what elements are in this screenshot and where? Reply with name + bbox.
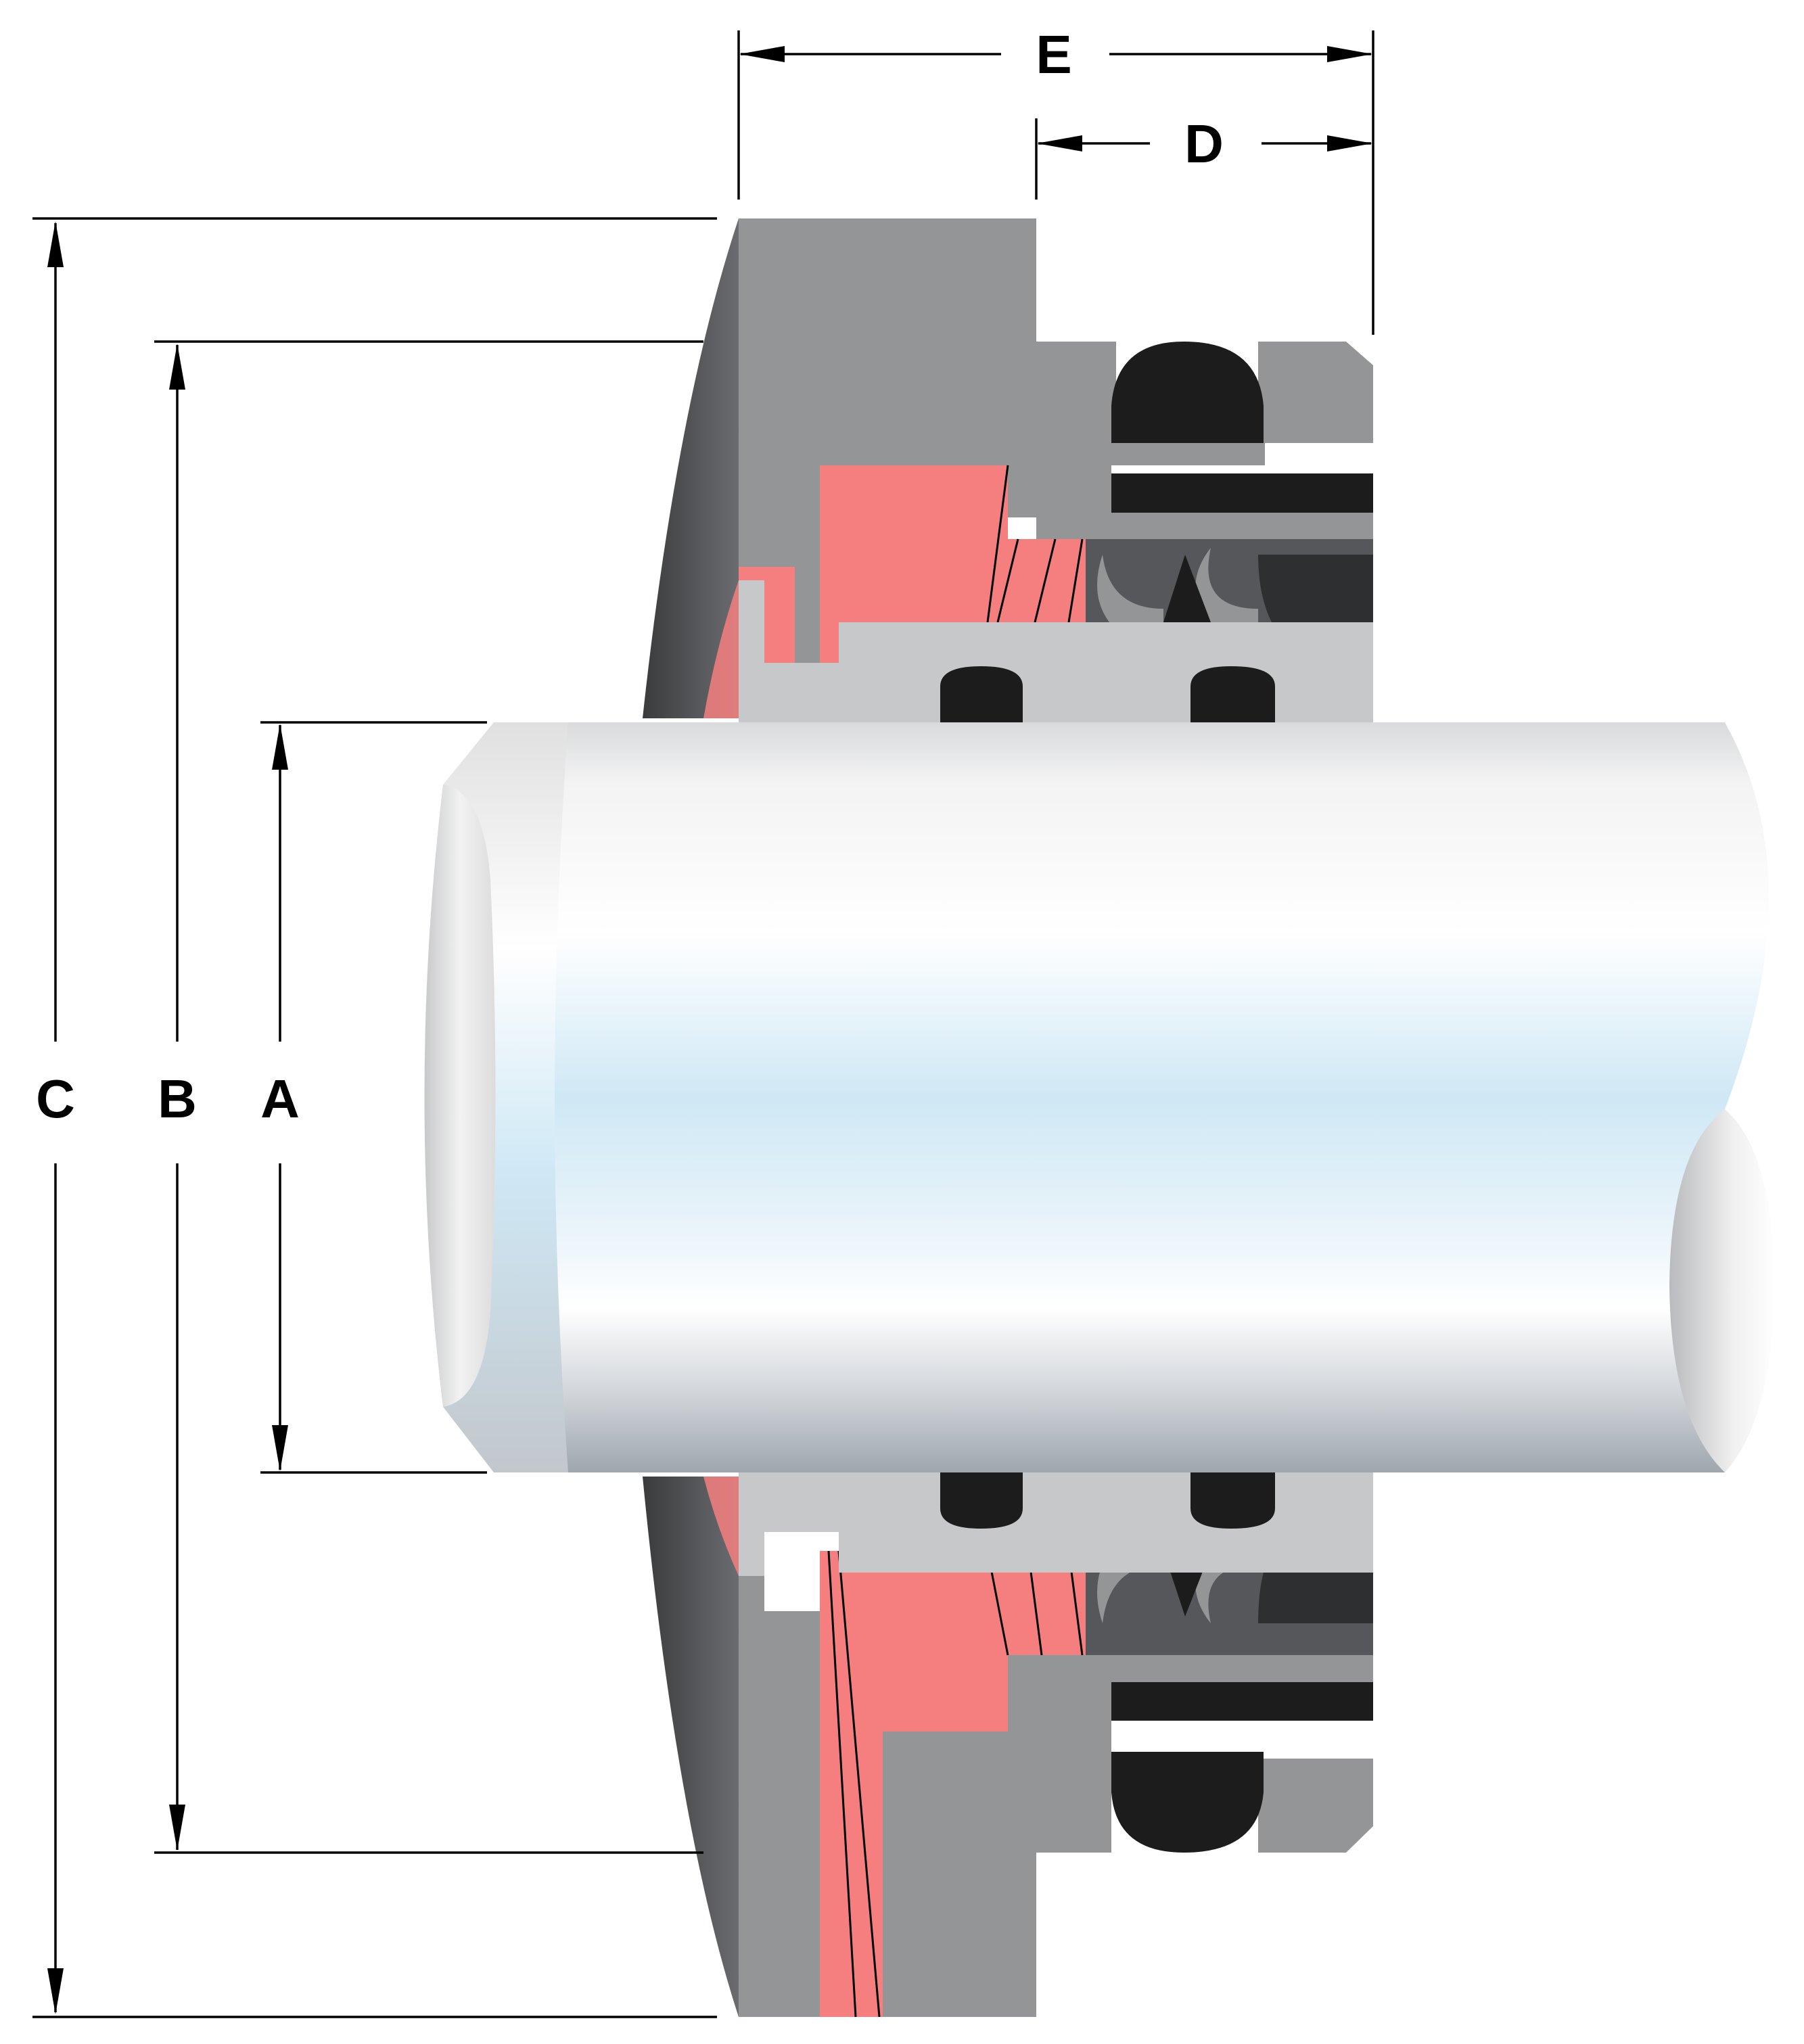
o-ring-outer-bottom <box>1111 1752 1264 1853</box>
shaft-broken-end <box>1669 1109 1776 1472</box>
dimension-label-a: A <box>260 1069 300 1129</box>
shaft-end-face <box>424 785 496 1407</box>
dimension-label-e: E <box>1036 24 1071 85</box>
dimension-label-c: C <box>36 1069 75 1129</box>
stationary-face-top <box>820 465 1150 663</box>
gland-right-top <box>1111 342 1265 465</box>
gland-body-top <box>739 218 1111 663</box>
seal-assembly <box>643 218 1373 2018</box>
gland-filler-bottom <box>1111 1655 1373 1682</box>
gland-right-cap-top <box>1258 342 1373 443</box>
shaft-cylinder-icon <box>424 722 1776 1472</box>
gland-right-cap-bottom <box>1258 1759 1373 1853</box>
face-lines-top <box>986 465 1084 623</box>
bellows-icon <box>1086 539 1373 622</box>
retainer-band-bottom <box>1111 1681 1373 1721</box>
gland-filler-top <box>1111 513 1373 540</box>
o-ring-outer-top <box>1111 342 1264 443</box>
gland-curved-edge-lower <box>643 1477 739 2017</box>
shaft-body <box>494 722 1769 1472</box>
dimension-label-d: D <box>1184 114 1224 174</box>
stationary-face-bottom <box>820 1551 1150 2017</box>
dimension-lines <box>32 30 1374 2018</box>
gasket-top <box>739 567 795 663</box>
gland-curved-edge <box>643 218 739 718</box>
dimension-label-b: B <box>158 1069 197 1129</box>
o-ring-icon <box>940 666 1275 1529</box>
retainer-band-top <box>1111 473 1373 513</box>
